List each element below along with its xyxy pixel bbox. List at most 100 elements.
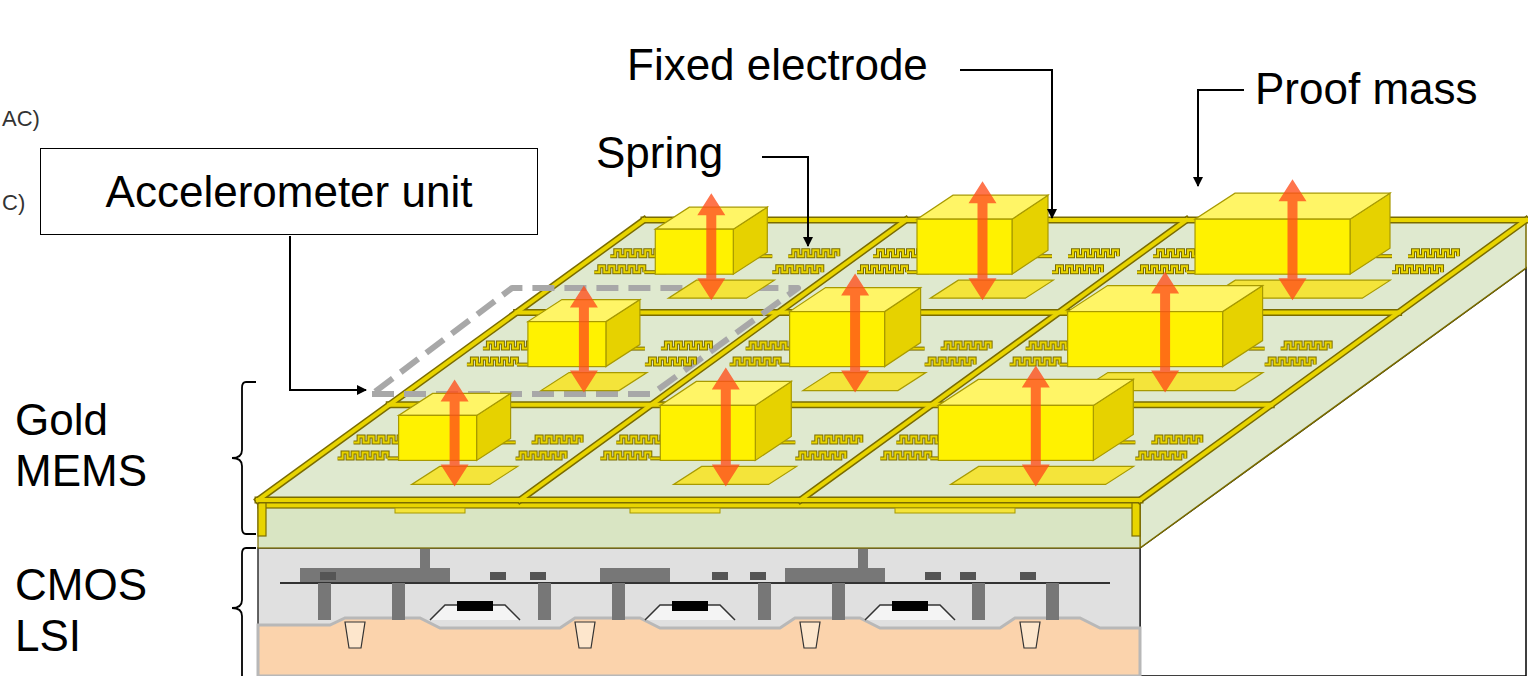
spring bbox=[600, 452, 650, 458]
spring bbox=[746, 343, 796, 349]
spring bbox=[795, 452, 845, 458]
gold-post bbox=[1132, 500, 1140, 536]
motion-arrow bbox=[841, 274, 869, 393]
spring bbox=[661, 343, 711, 349]
spring bbox=[1408, 250, 1458, 256]
spring bbox=[467, 359, 517, 365]
spring bbox=[746, 343, 796, 349]
mems-top-plane bbox=[258, 220, 1526, 500]
spring bbox=[941, 343, 991, 349]
frame-beam bbox=[258, 497, 1140, 504]
spring bbox=[1068, 250, 1118, 256]
spring bbox=[1137, 266, 1187, 272]
spring bbox=[730, 359, 780, 365]
spring bbox=[1135, 452, 1185, 458]
spring bbox=[795, 452, 845, 458]
spring bbox=[788, 250, 838, 256]
part-label: Fixed electrode bbox=[627, 40, 928, 91]
cropped-text: C) bbox=[2, 190, 25, 215]
spring bbox=[1052, 266, 1102, 272]
electrode-edge bbox=[395, 508, 465, 513]
spring bbox=[354, 436, 404, 442]
spring bbox=[811, 436, 861, 442]
spring bbox=[516, 452, 566, 458]
proof-mass-front bbox=[528, 322, 606, 367]
spring bbox=[594, 266, 644, 272]
spring bbox=[516, 452, 566, 458]
spring bbox=[1408, 250, 1458, 256]
spring bbox=[925, 359, 975, 365]
spring bbox=[1010, 359, 1060, 365]
spring bbox=[811, 436, 861, 442]
spring bbox=[1265, 359, 1315, 365]
frame-beam bbox=[258, 220, 644, 500]
spring bbox=[873, 250, 923, 256]
spring bbox=[1052, 266, 1102, 272]
layer-label: CMOS LSI bbox=[15, 560, 185, 661]
spring bbox=[661, 343, 711, 349]
spring bbox=[873, 250, 923, 256]
spring bbox=[338, 452, 388, 458]
motion-arrow bbox=[570, 286, 598, 393]
frame-beam bbox=[258, 220, 644, 500]
frame-beam bbox=[517, 310, 1399, 314]
proof-mass-front bbox=[917, 219, 1012, 274]
leader-line bbox=[290, 236, 366, 390]
part-label: Proof mass bbox=[1255, 64, 1478, 115]
spring bbox=[354, 436, 404, 442]
spring bbox=[532, 436, 582, 442]
spring bbox=[616, 436, 666, 442]
spring bbox=[532, 436, 582, 442]
gold-frame bbox=[258, 220, 1526, 500]
spring bbox=[610, 250, 660, 256]
transistor-gates bbox=[430, 601, 955, 620]
spring bbox=[1265, 359, 1315, 365]
isolation-trenches bbox=[345, 622, 1040, 648]
spring bbox=[467, 359, 517, 365]
frame-beam bbox=[389, 403, 1271, 407]
proof-mass-front bbox=[1195, 219, 1350, 274]
layer-bracket bbox=[232, 382, 256, 534]
spring bbox=[1137, 266, 1187, 272]
spring bbox=[1135, 452, 1185, 458]
spring bbox=[880, 452, 930, 458]
proof-mass-front bbox=[399, 415, 477, 460]
layer-label: Gold MEMS bbox=[15, 395, 185, 496]
part-label: Spring bbox=[596, 128, 723, 179]
spring bbox=[1010, 359, 1060, 365]
motion-arrow bbox=[1022, 365, 1050, 486]
motion-arrow bbox=[712, 367, 740, 486]
spring bbox=[772, 266, 822, 272]
motion-arrow bbox=[969, 181, 997, 300]
leader-line bbox=[960, 70, 1052, 218]
spring bbox=[1392, 266, 1442, 272]
frame-beam bbox=[644, 218, 1526, 222]
proof-mass-front bbox=[660, 405, 755, 460]
spring bbox=[645, 359, 695, 365]
proof-mass-front bbox=[655, 229, 733, 274]
electrode-edge bbox=[895, 508, 1015, 513]
motion-arrow bbox=[697, 193, 725, 300]
spring bbox=[645, 359, 695, 365]
layer-bracket bbox=[232, 548, 256, 676]
spring bbox=[338, 452, 388, 458]
motion-arrow bbox=[1151, 272, 1179, 393]
spring bbox=[788, 250, 838, 256]
silicon-substrate bbox=[258, 618, 1140, 676]
frame-beam bbox=[389, 401, 1271, 408]
cmos-front-face bbox=[258, 548, 1140, 676]
spring bbox=[1068, 250, 1118, 256]
spring bbox=[857, 266, 907, 272]
proof-mass-front bbox=[938, 405, 1093, 460]
spring bbox=[857, 266, 907, 272]
spring bbox=[1151, 436, 1201, 442]
metal-interconnect bbox=[280, 548, 1110, 620]
electrode-edge bbox=[630, 508, 720, 513]
spring bbox=[594, 266, 644, 272]
spring bbox=[730, 359, 780, 365]
spring bbox=[772, 266, 822, 272]
spring bbox=[483, 343, 533, 349]
spring bbox=[1281, 343, 1331, 349]
gold-post bbox=[258, 500, 266, 536]
spring bbox=[941, 343, 991, 349]
